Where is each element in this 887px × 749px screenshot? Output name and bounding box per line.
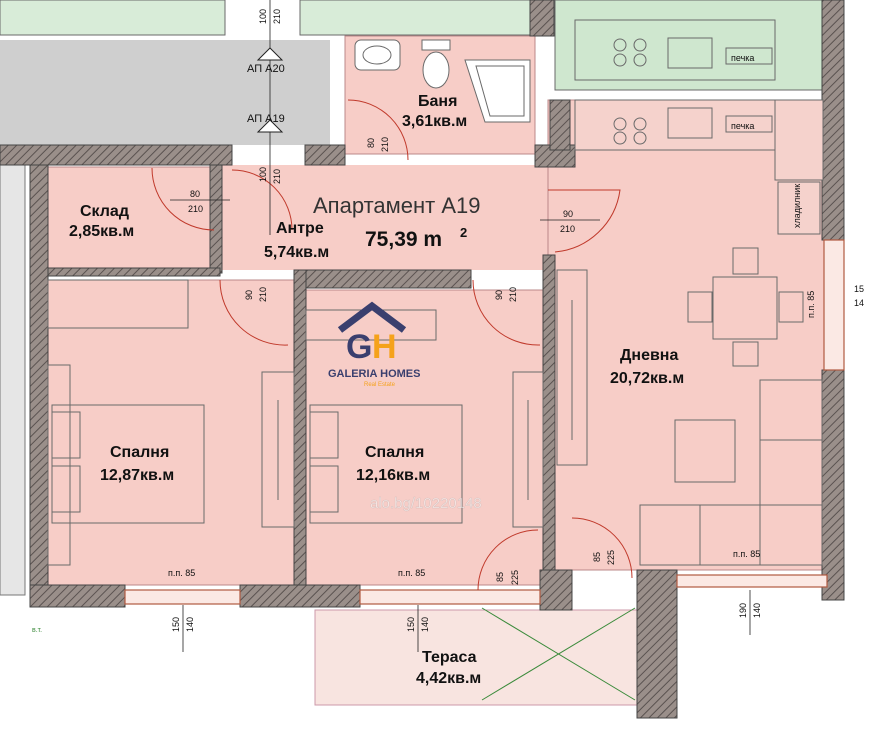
window-note-bed1: п.п. 85 (168, 568, 195, 578)
dim-terrace-door2-w: 85 (592, 552, 602, 562)
fridge-label: хладилник (792, 184, 802, 228)
svg-text:Real Estate: Real Estate (364, 382, 396, 388)
room-area-living: 20,72кв.м (610, 370, 684, 387)
apartment-markers (256, 47, 284, 133)
dim-storage-door-h: 210 (188, 204, 203, 214)
dim-living-door-h: 210 (560, 224, 575, 234)
dim-terrace-door2-h: 225 (606, 550, 616, 565)
brand-logo: G H GALERIA HOMES Real Estate (328, 301, 421, 388)
door-swings (151, 99, 633, 591)
sofa (639, 379, 823, 566)
terrace-door-lines (481, 607, 636, 701)
room-name-living: Дневна (620, 347, 678, 364)
window-note-side: п.п. 85 (806, 291, 816, 318)
apartment-title: Апартамент А19 (313, 193, 480, 218)
kitchen-counter-neighbor (574, 19, 776, 81)
watermark: alo.bg/10220148 (370, 495, 482, 512)
dim-bed2-door-h: 210 (508, 287, 518, 302)
stove-label-neighbor: печка (731, 53, 754, 63)
bedroom2-floor (304, 289, 544, 586)
room-name-storage: Склад (80, 203, 129, 220)
window-note-living: п.п. 85 (733, 549, 760, 559)
radiator-label: в.т. (32, 627, 42, 634)
dim-bed1-door-h: 210 (258, 287, 268, 302)
room-area-hall: 5,74кв.м (264, 244, 329, 261)
bedroom2-furniture (305, 309, 544, 528)
corridor-area (0, 40, 330, 145)
dim-upper-entrance-h: 210 (272, 9, 282, 24)
neighbor-room-mid (299, 0, 551, 36)
dim-bath-door-w: 80 (366, 138, 376, 148)
dim-bed2-door-w: 90 (494, 290, 504, 300)
dim-upper-entrance-w: 100 (258, 9, 268, 24)
dim-bath-door-h: 210 (380, 137, 390, 152)
dim-side-window-h: 14 (854, 298, 864, 308)
hall-floor (220, 165, 550, 270)
room-area-terrace: 4,42кв.м (416, 670, 481, 687)
svg-text:H: H (372, 328, 397, 366)
dim-bed2-window-h: 140 (420, 617, 430, 632)
dim-terrace-door1-h: 225 (510, 570, 520, 585)
dim-bed1-window-h: 140 (185, 617, 195, 632)
dim-living-window-h: 140 (752, 603, 762, 618)
code-lower: АП А19 (247, 113, 285, 125)
apartment-area: 75,39 m (365, 228, 442, 251)
dim-storage-door-w: 80 (190, 189, 200, 199)
dining-table (687, 247, 804, 367)
neighbor-kitchen-top (554, 0, 841, 91)
dim-side-window-w: 15 (854, 284, 864, 294)
window-note-bed2: п.п. 85 (398, 568, 425, 578)
dim-terrace-door1-w: 85 (495, 572, 505, 582)
dimension-lines (170, 0, 751, 652)
living-cabinet (556, 269, 588, 466)
svg-text:G: G (346, 328, 372, 366)
left-column (0, 164, 26, 596)
room-name-terrace: Тераса (422, 649, 477, 666)
dim-living-door-w: 90 (563, 209, 573, 219)
windows (124, 239, 845, 605)
storage-floor (47, 166, 221, 270)
kitchen-counter (574, 99, 824, 235)
apartment-area-sup: 2 (460, 225, 467, 240)
stove-label: печка (731, 121, 754, 131)
dim-entrance-w: 100 (258, 167, 268, 182)
room-area-bath: 3,61кв.м (402, 113, 467, 130)
bathroom-fixtures (354, 39, 531, 123)
neighbor-room-top (0, 0, 226, 36)
walls (0, 0, 845, 719)
room-name-hall: Антре (276, 220, 324, 237)
dim-bed2-window-w: 150 (406, 617, 416, 632)
room-area-bedroom1: 12,87кв.м (100, 467, 174, 484)
svg-text:GALERIA HOMES: GALERIA HOMES (328, 368, 421, 380)
bedroom1-furniture (47, 279, 295, 566)
bedroom1-floor (47, 279, 295, 586)
dim-living-window-w: 190 (738, 603, 748, 618)
dim-bed1-door-w: 90 (244, 290, 254, 300)
terrace-floor (314, 609, 638, 706)
room-name-bedroom1: Спалня (110, 444, 169, 461)
dim-bed1-window-w: 150 (171, 617, 181, 632)
dim-entrance-h: 210 (272, 169, 282, 184)
code-upper: АП А20 (247, 63, 285, 75)
room-name-bedroom2: Спалня (365, 444, 424, 461)
room-name-bath: Баня (418, 93, 457, 110)
room-area-storage: 2,85кв.м (69, 223, 134, 240)
room-area-bedroom2: 12,16кв.м (356, 467, 430, 484)
